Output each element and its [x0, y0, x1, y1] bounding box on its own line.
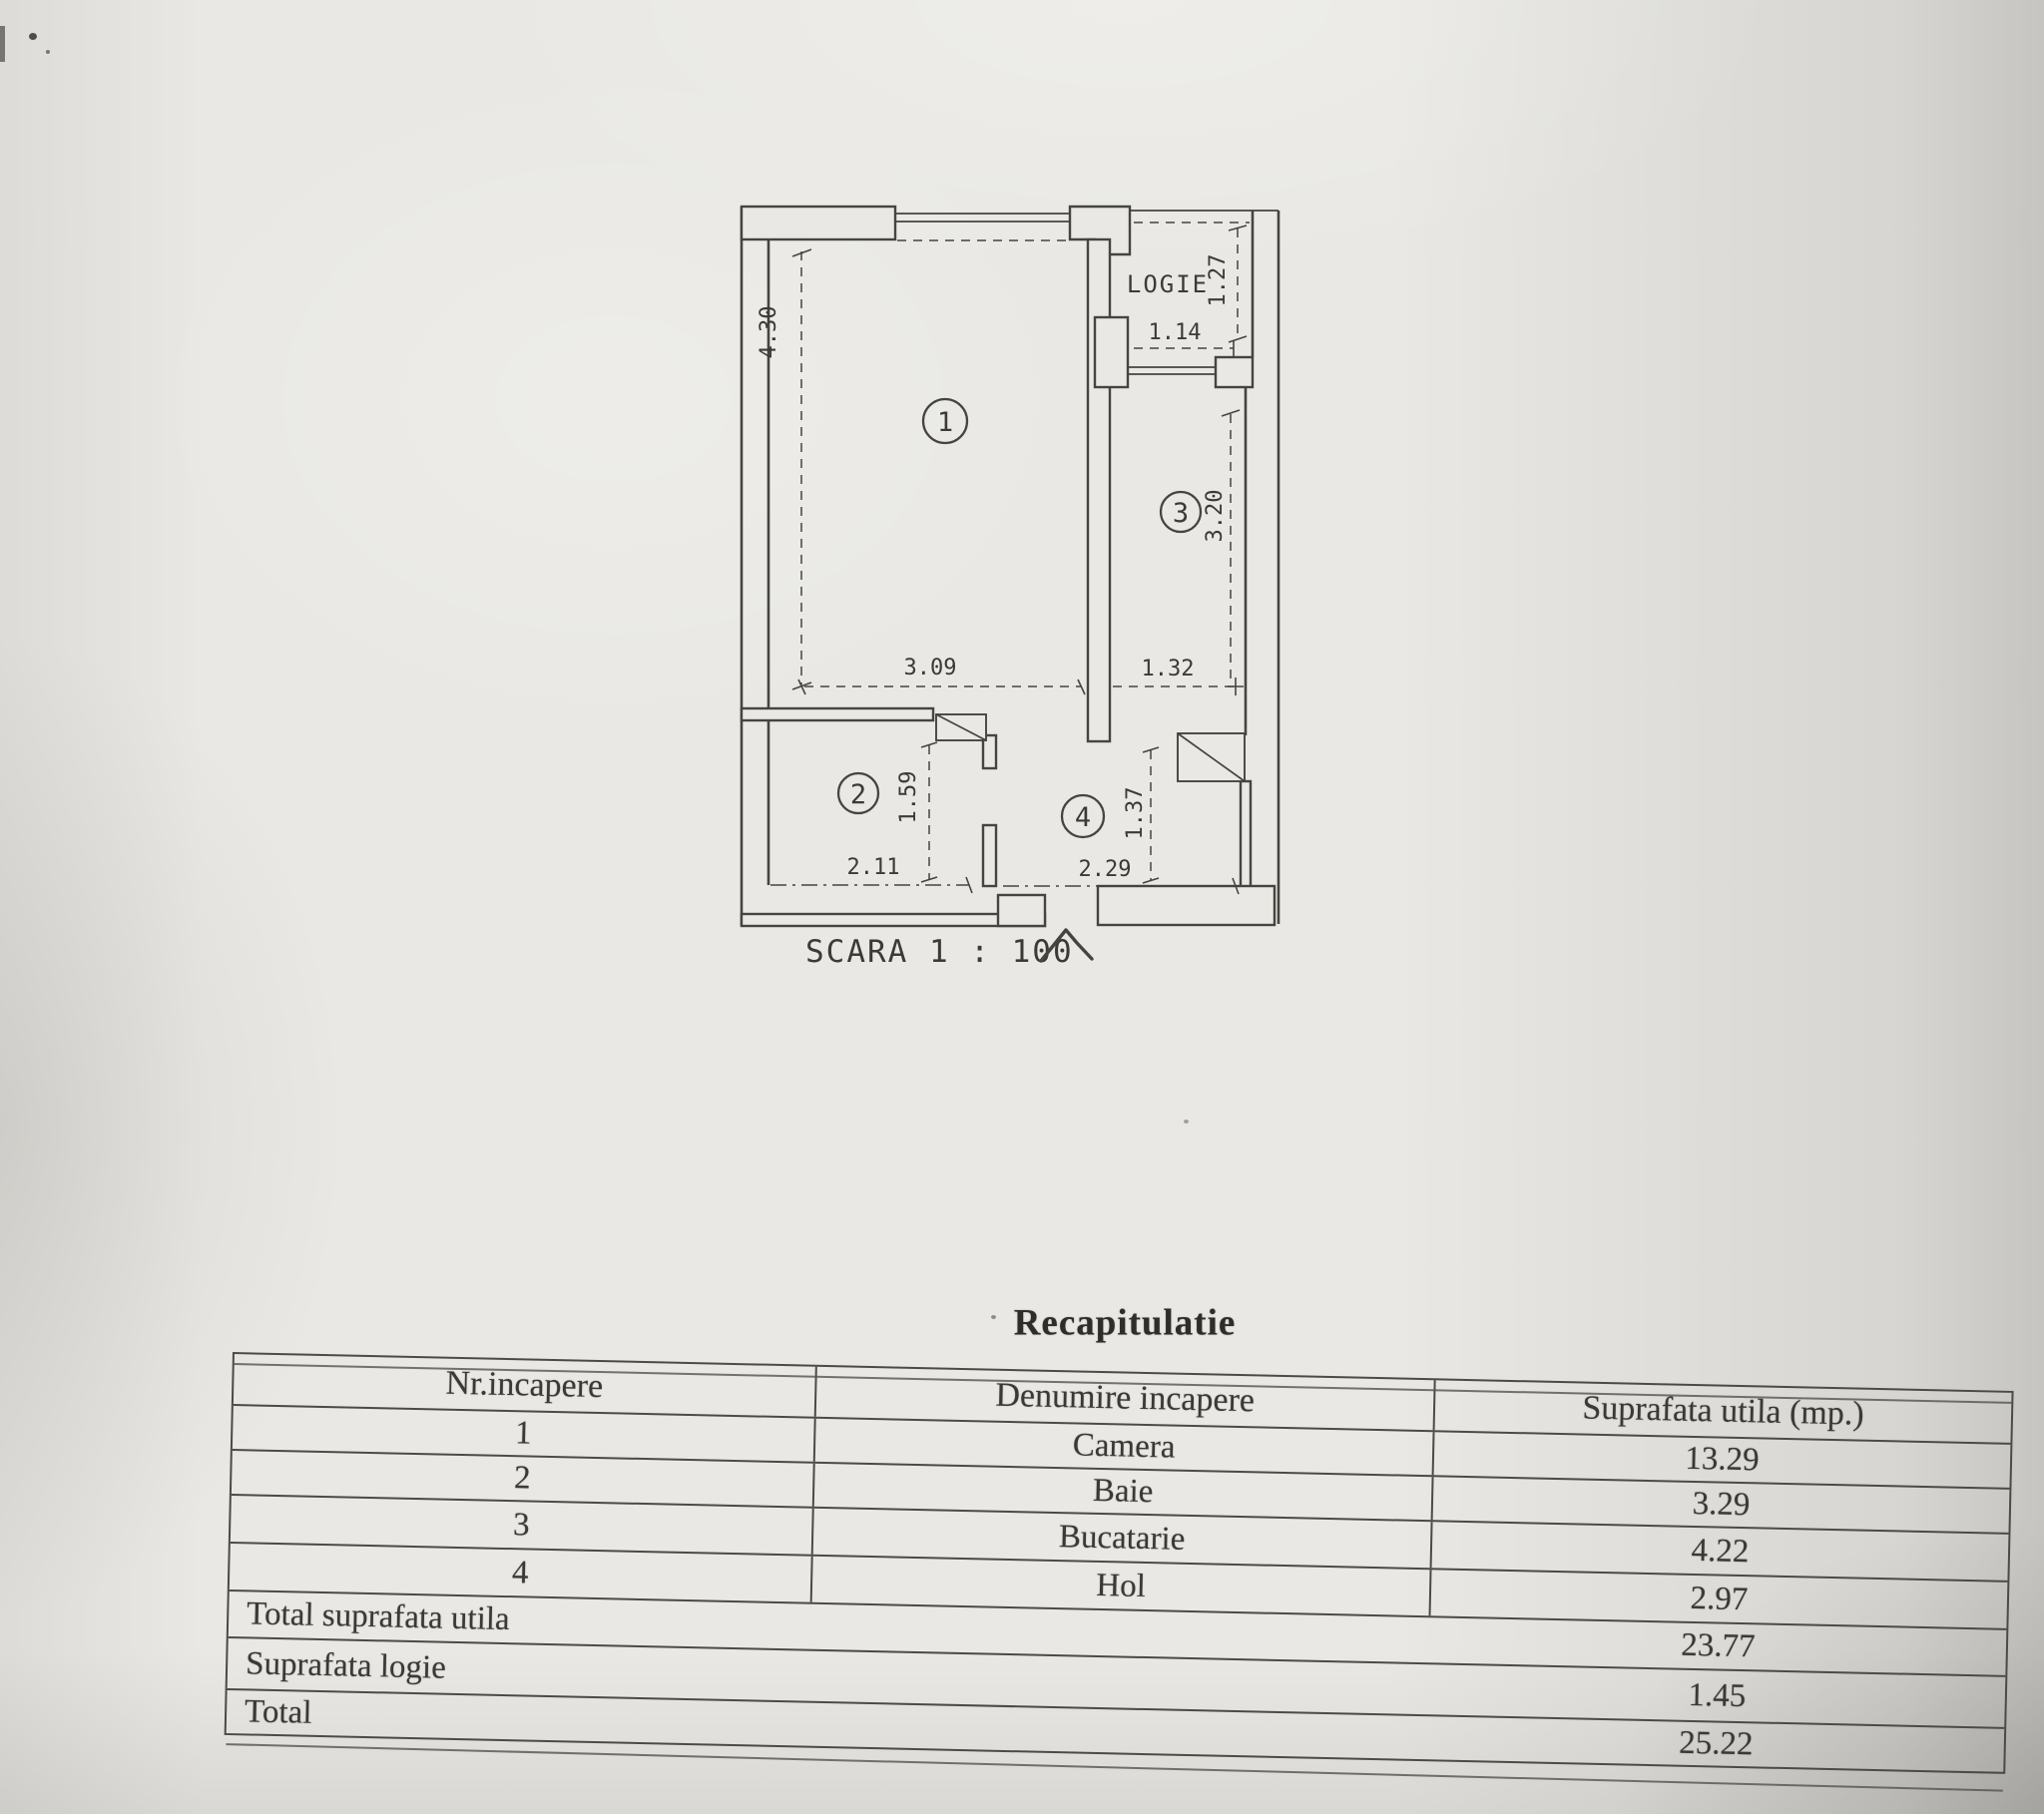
dim-room1-width: 3.09	[904, 656, 957, 680]
bathroom-door-icon	[935, 713, 987, 741]
ink-speck	[46, 50, 50, 54]
scan-edge-mark	[0, 26, 5, 62]
ink-speck	[1184, 1120, 1189, 1124]
dim-room3-width: 1.32	[1142, 657, 1195, 681]
dim-room4-height: 1.37	[1123, 787, 1148, 840]
recap-table: Nr.incapere Denumire incapere Suprafata …	[224, 1352, 2014, 1774]
dimension-lines	[770, 225, 1248, 895]
floor-plan: 4.30 3.09 1.32 3.20 1.27 1.14 1.59 2.11 …	[740, 205, 1280, 970]
floor-plan-walls	[740, 205, 1280, 928]
dim-room1-height: 4.30	[757, 306, 781, 359]
ink-speck	[29, 33, 37, 40]
dim-room4-width: 2.29	[1079, 857, 1132, 882]
scale-label: SCARA 1 : 100	[805, 934, 1074, 970]
recap-title: Recapitulatie	[1013, 1302, 1237, 1344]
ink-speck	[991, 1315, 996, 1319]
room-number-2: 2	[850, 779, 866, 810]
dimension-labels: 4.30 3.09 1.32 3.20 1.27 1.14 1.59 2.11 …	[757, 254, 1231, 882]
room-numbers: 1 2 3 4	[836, 397, 1203, 839]
logia-label: LOGIE	[1127, 270, 1209, 298]
room-number-3: 3	[1173, 498, 1189, 529]
kitchen-door-icon	[1177, 732, 1246, 782]
dim-room3-height: 3.20	[1203, 490, 1228, 543]
dim-room2-width: 2.11	[847, 855, 900, 880]
room-number-4: 4	[1075, 802, 1091, 833]
room-number-1: 1	[937, 407, 953, 438]
dim-logia-depth: 1.27	[1206, 254, 1231, 307]
dim-room2-height: 1.59	[896, 771, 921, 824]
dim-logia-width: 1.14	[1149, 320, 1202, 345]
north-arrow-icon	[1039, 928, 1094, 963]
